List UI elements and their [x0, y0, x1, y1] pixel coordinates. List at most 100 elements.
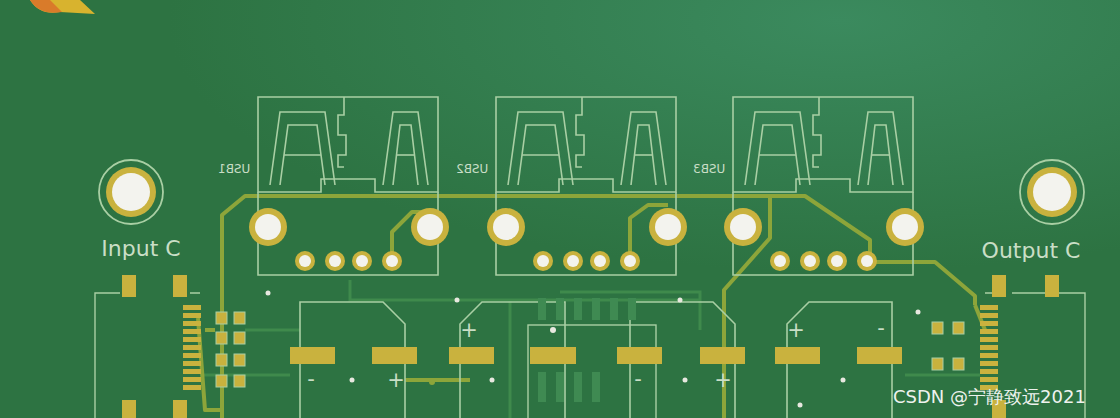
board-graphic: [372, 347, 417, 364]
board-graphic: [112, 173, 150, 211]
board-graphic: [173, 275, 187, 297]
board-graphic: [700, 347, 745, 364]
board-graphic: [528, 325, 656, 418]
board-graphic: [841, 378, 846, 383]
polarity-mark: +: [714, 370, 732, 391]
board-graphic: [574, 298, 582, 320]
polarity-mark: +: [387, 370, 405, 391]
board-graphic: [216, 332, 227, 344]
board-graphic: [234, 332, 245, 344]
board-graphic: [234, 312, 245, 324]
board-graphic: [266, 291, 271, 296]
polarity-mark: -: [877, 318, 885, 339]
board-graphic: [216, 312, 245, 387]
board-graphic: [234, 354, 245, 366]
board-graphic: [980, 369, 998, 374]
board-graphic: [953, 322, 964, 334]
part-name: USB1: [218, 163, 250, 175]
board-graphic: [1020, 160, 1084, 224]
board-graphic: [905, 374, 980, 377]
mount-hole-right: [1020, 160, 1084, 224]
board-graphic: [216, 312, 227, 324]
board-graphic: [980, 329, 998, 334]
board-graphic: [429, 379, 435, 385]
board-graphic: [95, 293, 200, 418]
polarity-mark: +: [460, 320, 478, 341]
board-graphic: [183, 377, 201, 382]
mount-hole-left: [99, 160, 163, 224]
board-graphic: [183, 361, 201, 366]
board-graphic: [868, 262, 975, 305]
board-graphic: [222, 196, 870, 418]
usb-footprint-box: USB1: [258, 97, 438, 275]
board-graphic: [992, 275, 1006, 297]
board-graphic: [932, 358, 943, 370]
board-graphic: [183, 353, 201, 358]
board-graphic: [538, 372, 546, 402]
board-graphic: [550, 327, 556, 333]
board-graphic: [245, 329, 300, 332]
board-graphic: [183, 305, 201, 310]
board-graphic: [509, 300, 512, 418]
part-name: USB2: [456, 163, 488, 175]
board-graphic: [556, 298, 564, 320]
copper-traces: [198, 196, 985, 418]
board-graphic: [953, 358, 964, 370]
part-name: USB3: [693, 163, 725, 175]
inner-traces: [200, 280, 980, 418]
board-graphic: [628, 298, 636, 320]
board-graphic: [775, 347, 820, 364]
board-graphic: [183, 321, 201, 326]
polarity-mark: +: [787, 320, 805, 341]
board-graphic: [980, 313, 998, 318]
polarity-mark: -: [634, 369, 642, 390]
board-graphic: [183, 329, 201, 334]
connector-label: Input C: [101, 238, 180, 260]
board-graphic: [216, 375, 227, 387]
board-graphic: [183, 305, 201, 390]
board-graphic: [980, 305, 998, 390]
board-graphic: [173, 400, 187, 418]
board-graphic: [980, 361, 998, 366]
board-graphic: [1033, 173, 1071, 211]
board-graphic: [234, 375, 245, 387]
board-graphic: [290, 347, 335, 364]
board-graphic: [183, 385, 201, 390]
usb-footprint: [487, 97, 687, 275]
board-graphic: [980, 321, 998, 326]
usb-footprint-box: USB2: [496, 97, 676, 275]
board-graphic: [610, 298, 618, 320]
board-graphic: [592, 372, 600, 402]
board-graphic: [183, 345, 201, 350]
board-graphic: [122, 400, 136, 418]
board-graphic: [592, 298, 600, 320]
board-graphic: [455, 298, 460, 303]
board-graphic: [683, 378, 688, 383]
board-graphic: [530, 347, 576, 364]
board-graphic: [556, 372, 564, 402]
board-graphic: [30, 0, 62, 13]
usb-footprint: [249, 97, 449, 275]
board-graphic: [30, 0, 95, 14]
board-graphic: [574, 372, 582, 402]
usb-footprint-box: USB3: [733, 97, 913, 275]
connector-label: Output C: [982, 240, 1081, 262]
board-graphic: [980, 337, 998, 342]
logo-corner: [30, 0, 95, 14]
board-graphic: [1045, 275, 1059, 297]
board-graphic: [617, 347, 662, 364]
board-graphic: [350, 378, 355, 383]
watermark: CSDN @宁静致远2021: [893, 388, 1086, 406]
board-graphic: [538, 298, 546, 320]
board-graphic: [932, 322, 943, 334]
board-graphic: [183, 337, 201, 342]
usb-footprint: [724, 97, 924, 275]
board-graphic: [183, 369, 201, 374]
board-graphic: [798, 403, 803, 408]
smd-pads: [290, 347, 902, 364]
board-graphic: [449, 347, 494, 364]
board-graphic: [980, 353, 998, 358]
board-graphic: [980, 345, 998, 350]
